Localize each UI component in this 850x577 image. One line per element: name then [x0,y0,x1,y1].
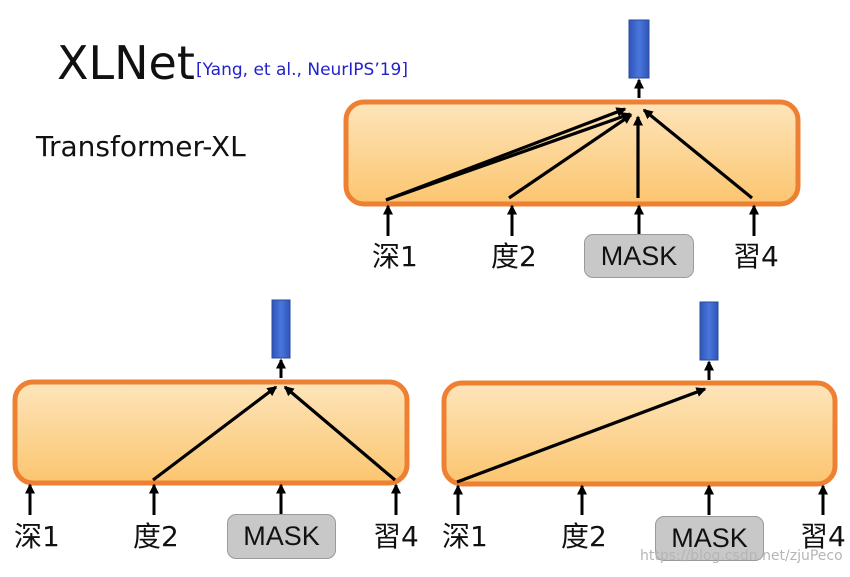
top-attn-arrow-2 [508,113,633,200]
top-attn-arrow-4 [642,108,754,200]
bottom-right-transformer-block [441,380,838,487]
bottom-left-token-4: 習4 [373,520,419,553]
bottom-right-token-1: 深1 [442,520,488,553]
bottom-right-output-vector [699,301,719,361]
top-transformer-block [343,99,801,207]
bottom-right-token-4: 習4 [800,520,846,553]
bottom-right-attn-arrow-1 [456,387,707,484]
bottom-left-mask-token: MASK [227,514,336,559]
bottom-right-token-2: 度2 [561,520,607,553]
top-token-1: 深1 [372,240,418,273]
top-token-2: 度2 [491,240,537,273]
bottom-left-transformer-block [12,379,410,486]
top-mask-token: MASK [584,234,694,278]
top-token-4: 習4 [733,240,779,273]
top-output-vector [628,19,650,79]
top-attn-arrow-1b [385,112,632,202]
bottom-left-attn-arrow-2 [283,385,397,482]
bottom-left-output-vector [271,299,291,359]
watermark: https://blog.csdn.net/zjuPeco [640,548,843,564]
bottom-left-token-1: 深1 [14,520,60,553]
bottom-left-diagram [12,299,410,515]
bottom-left-token-2: 度2 [133,520,179,553]
top-diagram [343,19,801,236]
subtitle: Transformer-XL [36,130,246,163]
bottom-right-mask-token: MASK [655,516,764,561]
bottom-right-diagram [441,301,838,515]
page-title: XLNet [57,36,195,90]
citation: [Yang, et al., NeurIPS’19] [196,60,409,80]
bottom-left-attn-arrow-1 [152,385,278,482]
